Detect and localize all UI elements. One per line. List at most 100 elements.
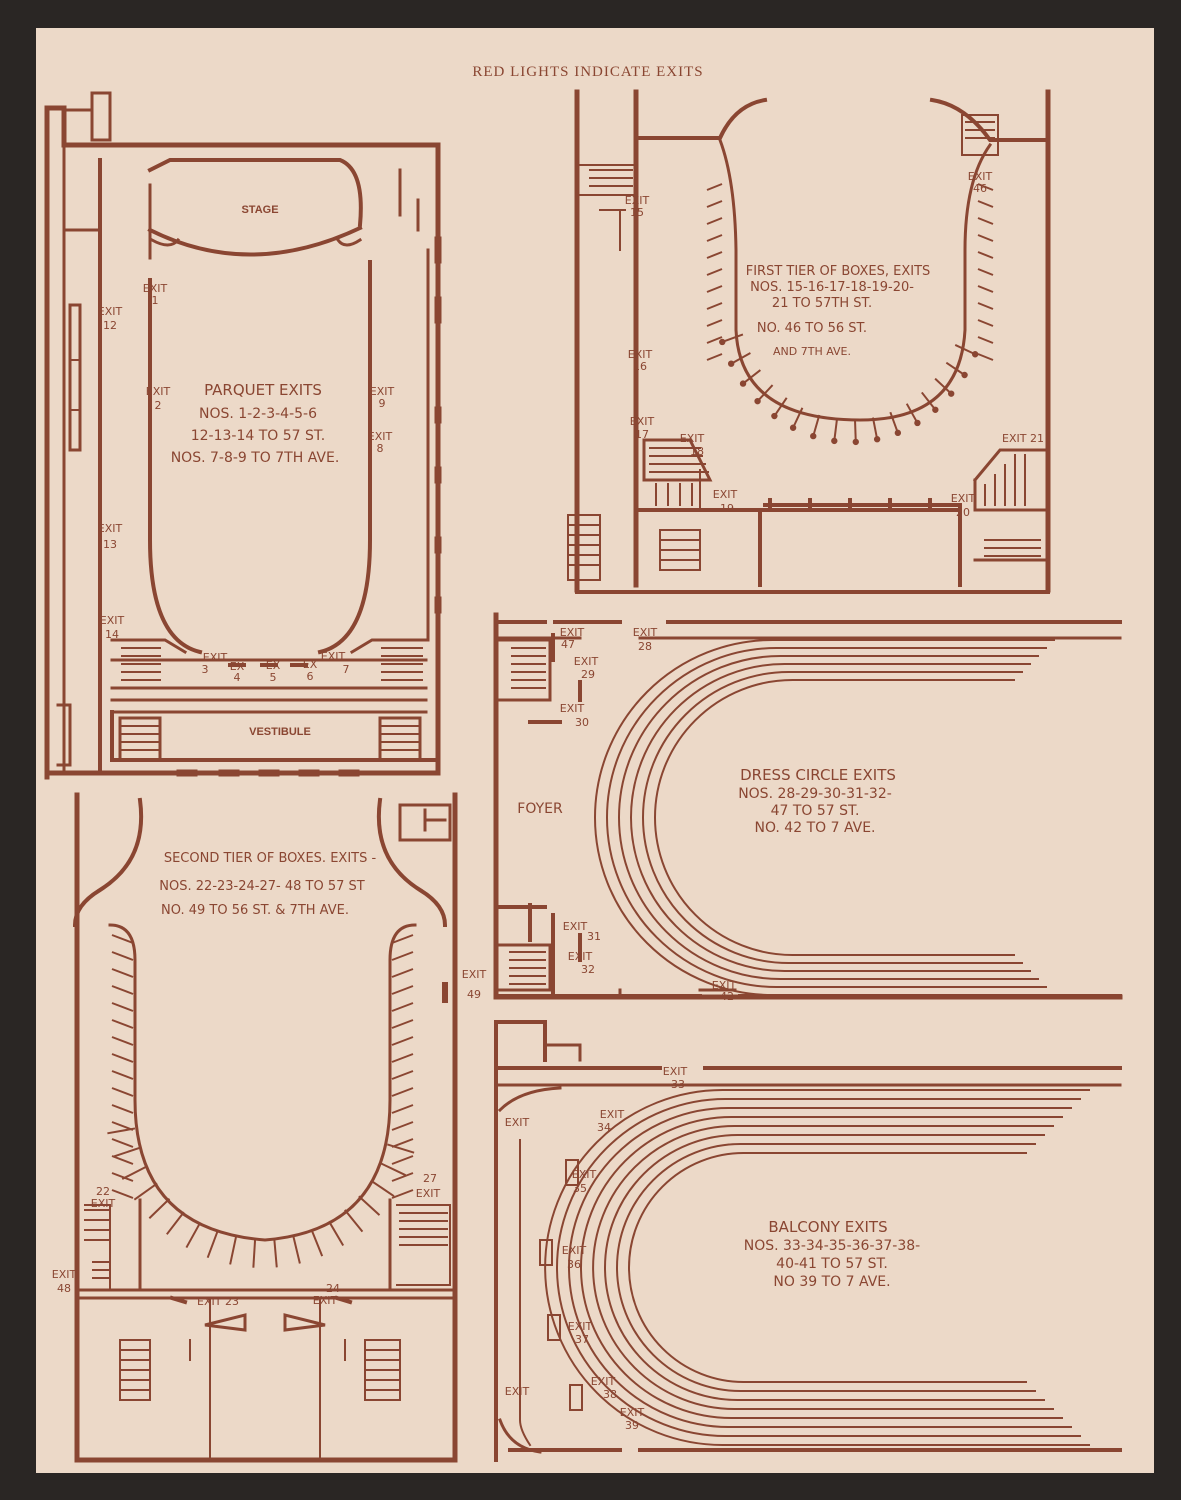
- exit-14-label: EXIT: [100, 614, 125, 627]
- balcony-exit-bottom-label: EXIT: [505, 1385, 530, 1398]
- svg-text:37: 37: [575, 1333, 589, 1346]
- exit-8-label: EXIT: [368, 430, 393, 443]
- exit-15-label: EXIT: [625, 194, 650, 207]
- svg-text:NOS. 15-16-17-18-19-20-: NOS. 15-16-17-18-19-20-: [750, 280, 914, 295]
- exit-5-label: EX: [266, 659, 281, 672]
- parquet-caption: PARQUET EXITS NOS. 1-2-3-4-5-6 12-13-14 …: [171, 381, 340, 466]
- exit-33-label: EXIT: [663, 1065, 688, 1078]
- svg-text:AND 7TH AVE.: AND 7TH AVE.: [773, 345, 851, 358]
- svg-text:35: 35: [573, 1182, 587, 1195]
- svg-text:32: 32: [581, 963, 595, 976]
- svg-text:15: 15: [630, 206, 644, 219]
- svg-text:38: 38: [603, 1388, 617, 1401]
- svg-text:31: 31: [587, 930, 601, 943]
- svg-text:49: 49: [467, 988, 481, 1001]
- svg-text:EXIT: EXIT: [416, 1187, 441, 1200]
- svg-text:NOS. 33-34-35-36-37-38-: NOS. 33-34-35-36-37-38-: [744, 1238, 920, 1254]
- exit-32-label: EXIT: [568, 950, 593, 963]
- svg-text:16: 16: [633, 360, 647, 373]
- balcony-plan: [494, 1020, 1122, 1462]
- exit-48-label: EXIT: [52, 1268, 77, 1281]
- exit-2-label: EXIT: [146, 385, 171, 398]
- svg-text:29: 29: [581, 668, 595, 681]
- svg-text:34: 34: [597, 1121, 611, 1134]
- svg-text:NO. 49 TO 56 ST. & 7TH AVE.: NO. 49 TO 56 ST. & 7TH AVE.: [161, 903, 349, 918]
- svg-text:30: 30: [575, 716, 589, 729]
- exit-37-label: EXIT: [568, 1320, 593, 1333]
- exit-42-label: EXIT: [712, 979, 737, 992]
- svg-text:7: 7: [343, 663, 350, 676]
- exit-4-label: EX: [230, 660, 245, 673]
- svg-text:40-41 TO 57 ST.: 40-41 TO 57 ST.: [776, 1256, 888, 1272]
- exit-39-label: EXIT: [620, 1406, 645, 1419]
- svg-text:17: 17: [635, 428, 649, 441]
- svg-text:18: 18: [690, 445, 704, 458]
- exit-7-label: EXIT: [321, 650, 346, 663]
- svg-text:BALCONY EXITS: BALCONY EXITS: [768, 1218, 887, 1236]
- svg-text:47 TO 57 ST.: 47 TO 57 ST.: [771, 803, 860, 819]
- svg-text:NOS. 1-2-3-4-5-6: NOS. 1-2-3-4-5-6: [199, 406, 317, 422]
- first-tier-caption: FIRST TIER OF BOXES, EXITS NOS. 15-16-17…: [746, 264, 931, 358]
- exit-24-label: 24: [326, 1282, 340, 1295]
- exit-18-label: EXIT: [680, 432, 705, 445]
- svg-text:NOS. 7-8-9 TO 7TH AVE.: NOS. 7-8-9 TO 7TH AVE.: [171, 450, 340, 466]
- exit-22-label: 22: [96, 1185, 110, 1198]
- exit-47-label: EXIT: [560, 626, 585, 639]
- exit-20-label: EXIT: [951, 492, 976, 505]
- exit-38-label: EXIT: [591, 1375, 616, 1388]
- svg-text:NO. 46 TO 56 ST.: NO. 46 TO 56 ST.: [757, 321, 867, 336]
- svg-text:NO 39 TO 7 AVE.: NO 39 TO 7 AVE.: [773, 1274, 890, 1290]
- stage-label: STAGE: [241, 204, 278, 216]
- svg-text:3: 3: [202, 663, 209, 676]
- svg-text:39: 39: [625, 1419, 639, 1432]
- exit-34-label: EXIT: [600, 1108, 625, 1121]
- exit-16-label: EXIT: [628, 348, 653, 361]
- exit-49-label: EXIT: [462, 968, 487, 981]
- svg-text:NOS. 22-23-24-27- 48 TO 57 ST: NOS. 22-23-24-27- 48 TO 57 ST: [159, 879, 364, 894]
- exit-28-label: EXIT: [633, 626, 658, 639]
- svg-text:NO. 42 TO 7 AVE.: NO. 42 TO 7 AVE.: [754, 820, 875, 836]
- exit-31-label: EXIT: [563, 920, 588, 933]
- exit-19-label: EXIT: [713, 488, 738, 501]
- svg-text:28: 28: [638, 640, 652, 653]
- svg-text:19: 19: [720, 502, 734, 515]
- page-header: RED LIGHTS INDICATE EXITS: [472, 64, 703, 80]
- exit-27-label: 27: [423, 1172, 437, 1185]
- svg-text:NOS. 28-29-30-31-32-: NOS. 28-29-30-31-32-: [738, 786, 892, 802]
- svg-text:20: 20: [956, 506, 970, 519]
- exit-9-label: EXIT: [370, 385, 395, 398]
- svg-text:36: 36: [567, 1258, 581, 1271]
- svg-text:DRESS CIRCLE EXITS: DRESS CIRCLE EXITS: [740, 766, 896, 784]
- exit-1-label: EXIT: [143, 282, 168, 295]
- svg-text:EXIT: EXIT: [313, 1294, 338, 1307]
- exit-6-label: EX: [303, 658, 318, 671]
- exit-12-label: EXIT: [98, 305, 123, 318]
- svg-text:8: 8: [377, 442, 384, 455]
- svg-text:33: 33: [671, 1078, 685, 1091]
- balcony-caption: BALCONY EXITS NOS. 33-34-35-36-37-38- 40…: [744, 1218, 920, 1290]
- svg-text:4: 4: [234, 671, 241, 684]
- exit-30-label: EXIT: [560, 702, 585, 715]
- svg-text:SECOND TIER OF BOXES. EXITS -: SECOND TIER OF BOXES. EXITS -: [164, 851, 377, 866]
- svg-text:EXIT: EXIT: [91, 1197, 116, 1210]
- exit-23-label: EXIT 23: [197, 1295, 239, 1308]
- svg-text:46: 46: [973, 182, 987, 195]
- svg-text:42: 42: [720, 990, 734, 1003]
- exit-46-label: EXIT: [968, 170, 993, 183]
- dress-circle-caption: DRESS CIRCLE EXITS NOS. 28-29-30-31-32- …: [738, 766, 896, 836]
- svg-text:9: 9: [379, 397, 386, 410]
- svg-text:47: 47: [561, 638, 575, 651]
- first-tier-plan: [567, 89, 1051, 594]
- svg-text:13: 13: [103, 538, 117, 551]
- exit-13-label: EXIT: [98, 522, 123, 535]
- exit-36-label: EXIT: [562, 1244, 587, 1257]
- exit-29-label: EXIT: [574, 655, 599, 668]
- svg-text:14: 14: [105, 628, 119, 641]
- svg-text:48: 48: [57, 1282, 71, 1295]
- svg-text:6: 6: [307, 670, 314, 683]
